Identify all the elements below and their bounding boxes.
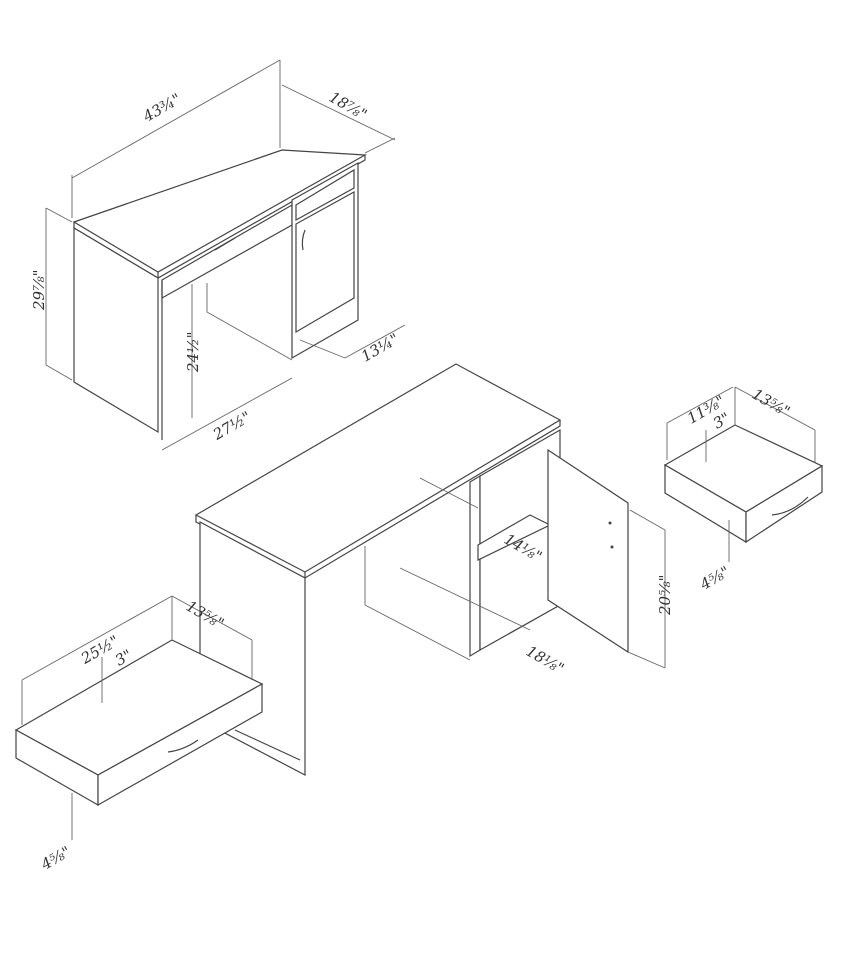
small-drawer-drawing [663, 386, 824, 562]
desk-height-label: 29⅞" [30, 269, 48, 310]
knee-height-label: 24½" [184, 331, 202, 372]
open-desk-drawing [194, 363, 666, 776]
door-height-label: 20⅝" [656, 574, 674, 615]
assembled-desk-drawing [45, 59, 406, 451]
large-drawer-drawing [14, 595, 301, 840]
